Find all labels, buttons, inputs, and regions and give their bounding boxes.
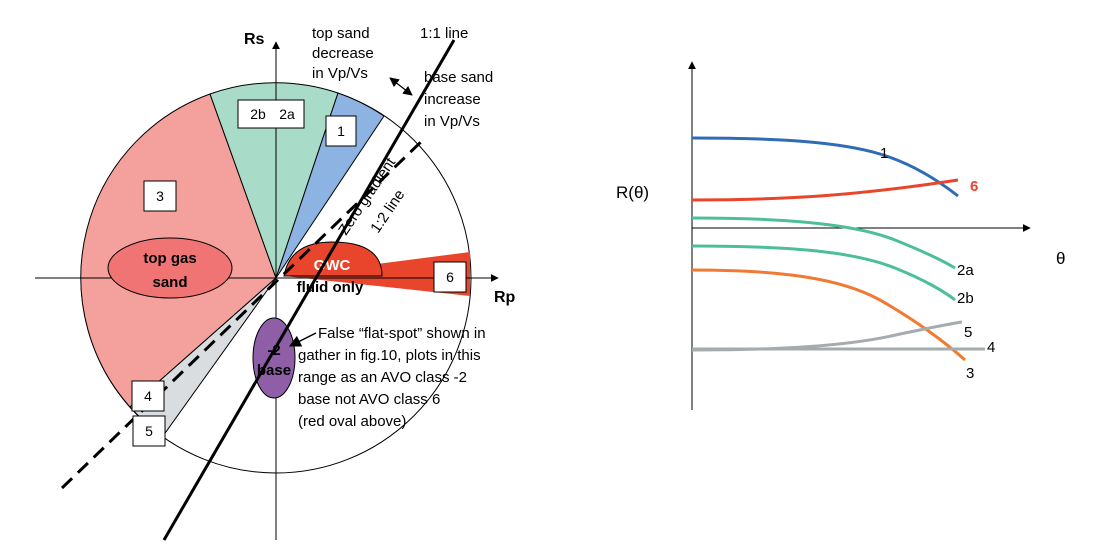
note-line5: (red oval above) <box>298 413 406 430</box>
curve-label-3: 3 <box>966 365 974 382</box>
class-box-5 <box>132 415 166 447</box>
class-label-2b: 2b <box>250 106 266 122</box>
class-box-1 <box>325 115 357 147</box>
curve-label-6: 6 <box>970 178 978 195</box>
top-gas-sand-line2: sand <box>152 274 187 291</box>
base-sand-note-line1: base sand <box>424 69 493 86</box>
line-zero-gradient <box>60 136 427 490</box>
base-sand-note-line2: increase <box>424 91 481 108</box>
rp-axis-label: Rp <box>494 289 516 306</box>
note-line1: False “flat-spot” shown in <box>318 325 486 342</box>
vpvs-arrow <box>389 77 413 96</box>
top-sand-note-line1: top sand <box>312 25 370 42</box>
class-box-2b-2a <box>237 99 305 129</box>
class-label-4: 4 <box>144 388 152 404</box>
curve-label-1: 1 <box>880 145 888 162</box>
curve-6 <box>691 178 959 202</box>
base-sand-note-line3: in Vp/Vs <box>424 113 480 130</box>
line-1-1 <box>162 39 456 541</box>
note-line2: gather in fig.10, plots in this <box>298 347 481 364</box>
rs-axis-label: Rs <box>244 31 265 48</box>
class-label-5: 5 <box>145 423 153 439</box>
curve-label-2a: 2a <box>957 262 974 279</box>
class-box-3 <box>143 180 177 212</box>
sector-class-2 <box>209 82 339 280</box>
class-label-2a: 2a <box>279 106 295 122</box>
curve-2b <box>691 244 956 302</box>
class-box-6 <box>433 261 467 293</box>
chart-y-label: R(θ) <box>616 183 649 202</box>
note-line3: range as an AVO class -2 <box>298 369 467 386</box>
top-sand-note-line3: in Vp/Vs <box>312 65 368 82</box>
class-label-3: 3 <box>156 188 164 204</box>
top-gas-sand-line1: top gas <box>143 250 196 267</box>
line-1-1-label: 1:1 line <box>420 25 468 42</box>
curve-3 <box>691 268 967 362</box>
chart-x-label: θ <box>1056 249 1065 268</box>
note-arrow <box>288 332 317 347</box>
curve-label-2b: 2b <box>957 290 974 307</box>
class-label-6: 6 <box>446 269 454 285</box>
gwc-label: GWC <box>314 257 351 274</box>
class-label-1: 1 <box>337 123 345 139</box>
base-oval <box>252 317 296 399</box>
curve-1 <box>691 136 959 198</box>
curve-2a <box>691 216 956 270</box>
reflectivity-chart: R(θ) θ 1 6 2a 2b 5 4 3 <box>616 61 1065 410</box>
top-sand-note-line2: decrease <box>312 45 374 62</box>
curve-label-4: 4 <box>987 339 995 356</box>
sector-class-1 <box>275 92 385 279</box>
avo-crossplot: top gas sand GWC fluid only -2 base 1:1 … <box>35 25 516 541</box>
class-box-4 <box>131 380 165 412</box>
top-gas-sand-oval <box>107 237 233 299</box>
curve-label-5: 5 <box>964 324 972 341</box>
note-line4: base not AVO class 6 <box>298 391 440 408</box>
curve-5 <box>691 320 963 352</box>
